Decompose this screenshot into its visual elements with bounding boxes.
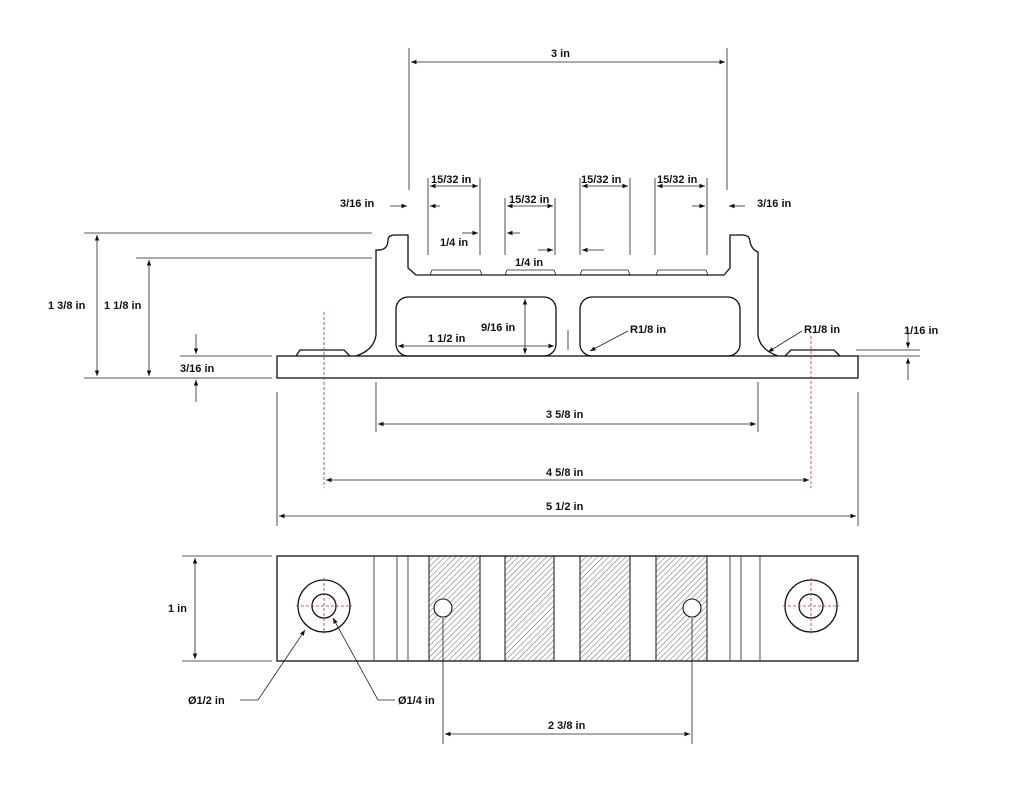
dim-side-walls: 3/16 in 3/16 in bbox=[340, 198, 792, 210]
label-pocket-width-right-a: 15/32 in bbox=[581, 174, 622, 186]
label-counterbore-dia: Ø1/2 in bbox=[188, 695, 225, 707]
label-side-wall-right: 3/16 in bbox=[757, 198, 792, 210]
top-pocket-line bbox=[416, 269, 709, 276]
pocket-2 bbox=[504, 555, 555, 662]
right-window bbox=[579, 296, 741, 357]
label-window-width: 1 1/2 in bbox=[428, 333, 466, 345]
left-flange-seat bbox=[295, 349, 351, 357]
label-body-width: 3 5/8 in bbox=[546, 409, 584, 421]
label-pocket-width-left: 15/32 in bbox=[431, 174, 472, 186]
label-fillet-window: R1/8 in bbox=[630, 324, 666, 336]
dim-heights: 1 3/8 in 1 1/8 in 3/16 in bbox=[48, 232, 372, 402]
dim-ribs: 1/4 in 1/4 in bbox=[440, 230, 604, 269]
dim-overall-span: 3 in bbox=[408, 48, 728, 190]
dim-plan-width: 1 in bbox=[168, 555, 272, 662]
label-plan-width: 1 in bbox=[168, 603, 187, 615]
label-overall-span: 3 in bbox=[551, 48, 570, 60]
dim-hole-callouts: Ø1/2 in Ø1/4 in bbox=[188, 617, 435, 707]
label-height-total: 1 3/8 in bbox=[48, 300, 86, 312]
plan-outline bbox=[276, 555, 859, 662]
elevation-view bbox=[276, 234, 859, 488]
plan-view bbox=[276, 555, 859, 662]
label-window-height: 9/16 in bbox=[481, 322, 516, 334]
label-base-length: 5 1/2 in bbox=[546, 501, 584, 513]
right-flange-seat bbox=[784, 349, 841, 357]
dim-lengths: 3 5/8 in 4 5/8 in 5 1/2 in bbox=[276, 382, 859, 526]
dim-pocket-widths: 15/32 in 15/32 in 15/32 in 15/32 in bbox=[427, 174, 708, 255]
label-fillet-flange: R1/8 in bbox=[804, 324, 840, 336]
pocket-3 bbox=[579, 555, 631, 662]
label-pocket-width-center: 15/32 in bbox=[509, 194, 550, 206]
label-hole-spacing: 4 5/8 in bbox=[546, 467, 584, 479]
label-pocket-width-right-b: 15/32 in bbox=[657, 174, 698, 186]
dim-fillets: R1/8 in R1/8 in bbox=[589, 324, 840, 353]
label-side-wall-left: 3/16 in bbox=[340, 198, 375, 210]
dim-window: 1 1/2 in 9/16 in bbox=[398, 299, 554, 354]
label-hole-dia: Ø1/4 in bbox=[398, 695, 435, 707]
label-rib-center: 1/4 in bbox=[515, 257, 543, 269]
label-height-upper: 1 1/8 in bbox=[104, 300, 142, 312]
label-base-thickness: 3/16 in bbox=[180, 363, 215, 375]
dim-flange-offset: 1/16 in bbox=[856, 325, 939, 380]
small-hole-right bbox=[682, 598, 702, 618]
label-small-hole-spacing: 2 3/8 in bbox=[548, 720, 586, 732]
dim-small-hole-spacing: 2 3/8 in bbox=[442, 618, 693, 744]
base-plate bbox=[276, 355, 859, 379]
small-hole-left bbox=[433, 598, 453, 618]
label-flange-offset: 1/16 in bbox=[904, 325, 939, 337]
label-rib-left: 1/4 in bbox=[440, 237, 468, 249]
body-outline bbox=[355, 234, 779, 357]
left-window bbox=[395, 296, 557, 357]
